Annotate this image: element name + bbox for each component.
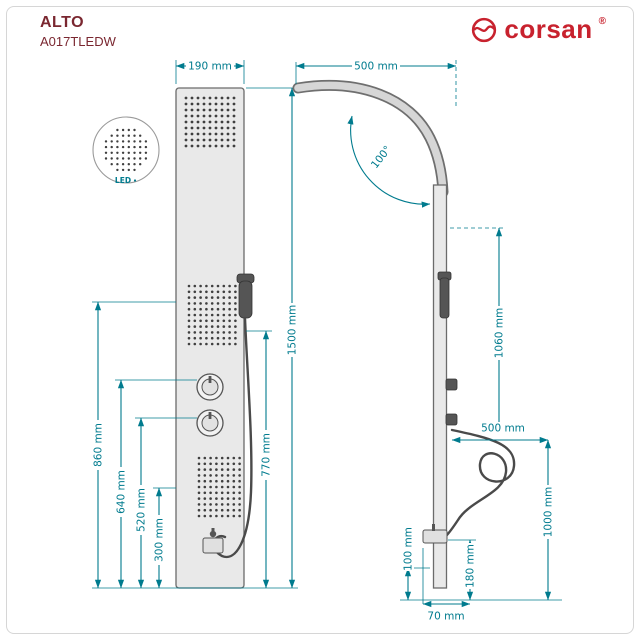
dim-front-width: 190 mm — [175, 60, 245, 84]
dim-front-300: 300 mm — [153, 487, 176, 589]
dim-side-1060: 1060 mm — [450, 227, 506, 435]
brand-name: corsan — [504, 14, 593, 44]
dim-side-500-right: 500 mm — [451, 422, 549, 444]
body-jets-upper — [187, 284, 237, 346]
brand-logo: corsan ® — [470, 14, 606, 45]
product-header: ALTO A017TLEDW — [40, 14, 116, 49]
brand-swirl-icon — [472, 17, 497, 42]
shower-arm — [294, 81, 447, 196]
dim-label-770: 770 mm — [261, 433, 273, 477]
registered-mark: ® — [598, 16, 606, 27]
dim-label-1500: 1500 mm — [287, 305, 299, 356]
dim-side-500-top: 500 mm — [295, 60, 457, 73]
shower-arm-outline — [292, 79, 449, 198]
dim-side-1000: 1000 mm — [542, 439, 555, 601]
led-label: LED — [115, 176, 131, 185]
body-jets-lower — [197, 456, 241, 518]
dim-front-770: 770 mm — [246, 330, 273, 589]
dim-front-640: 640 mm — [115, 379, 197, 589]
dim-label-500-right: 500 mm — [481, 423, 525, 435]
panel-body-side — [432, 184, 448, 589]
dim-front-860: 860 mm — [92, 301, 176, 589]
led-detail-callout: LED — [92, 116, 160, 185]
panel-body-front — [175, 87, 245, 589]
dim-label-70: 70 mm — [427, 611, 464, 623]
dim-side-180: 180 mm — [448, 539, 477, 601]
dim-label-860: 860 mm — [93, 423, 105, 467]
dim-label-190: 190 mm — [188, 61, 232, 73]
diverter-knob — [196, 409, 224, 437]
front-view — [175, 87, 255, 589]
product-name: ALTO — [40, 14, 85, 31]
dim-label-180: 180 mm — [465, 544, 477, 588]
dim-angle-100: 100° — [347, 115, 431, 208]
rain-shower-nozzles — [184, 96, 236, 148]
dim-label-100: 100 mm — [403, 527, 415, 571]
thermostat-knob — [196, 373, 224, 401]
dim-label-1000: 1000 mm — [543, 487, 555, 538]
shower-hose-side — [444, 428, 516, 538]
dim-front-520: 520 mm — [135, 417, 197, 589]
knob-side-lower — [445, 413, 458, 426]
led-detail-nozzles — [104, 128, 148, 172]
bath-spout-side — [422, 524, 448, 544]
dim-label-640: 640 mm — [116, 470, 128, 514]
dim-label-520: 520 mm — [136, 488, 148, 532]
dim-label-500-top: 500 mm — [354, 61, 398, 73]
dim-label-1060: 1060 mm — [494, 308, 506, 359]
hand-shower-side — [437, 271, 452, 319]
product-code: A017TLEDW — [40, 34, 116, 49]
bath-spout-front — [202, 528, 224, 554]
dim-front-1500: 1500 mm — [286, 87, 299, 589]
dim-side-70: 70 mm — [422, 548, 471, 623]
side-view — [292, 79, 516, 589]
dim-label-300: 300 mm — [154, 518, 166, 562]
dim-side-100: 100 mm — [402, 527, 430, 601]
knob-side-upper — [445, 378, 458, 391]
